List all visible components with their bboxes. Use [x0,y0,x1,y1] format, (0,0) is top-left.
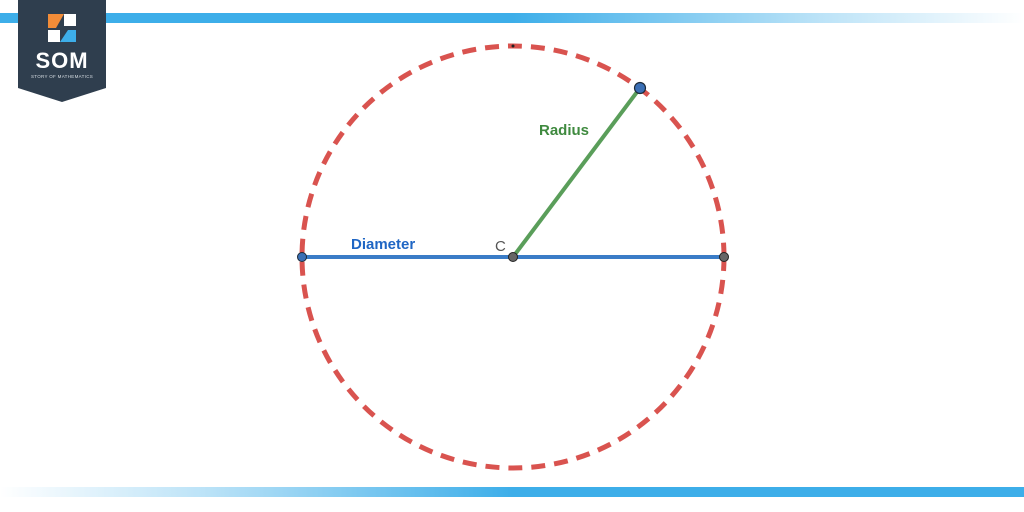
center-point [508,252,518,262]
logo-wordmark: SOM [35,48,89,73]
radius-label: Radius [539,122,589,139]
top-accent-band [0,13,1024,23]
som-logo: SOM STORY OF MATHEMATICS [18,0,106,102]
diameter-left-point [297,252,307,262]
bottom-accent-band [0,487,1024,497]
top-marker-dot [511,44,515,48]
logo-badge-shape [18,0,106,102]
radius-line [511,86,642,259]
diameter-right-point [719,252,729,262]
radius-end-point [633,81,647,95]
diameter-label: Diameter [351,236,415,253]
center-label: C [495,238,506,255]
logo-tagline: STORY OF MATHEMATICS [30,74,94,79]
